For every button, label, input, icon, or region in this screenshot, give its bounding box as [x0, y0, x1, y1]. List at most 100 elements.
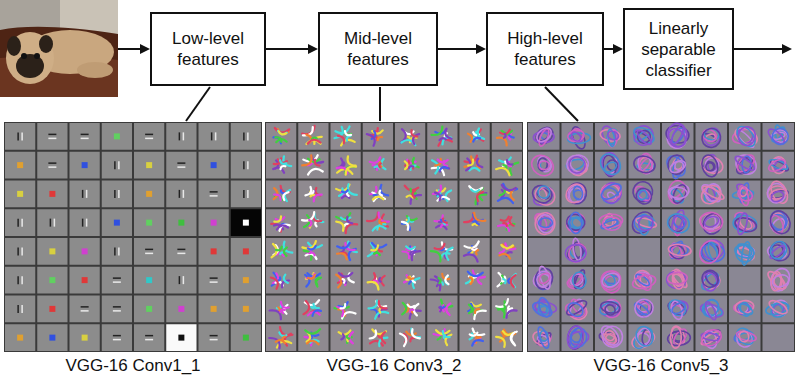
filter-cell [629, 152, 661, 179]
filter-mark [341, 304, 346, 308]
filter-mark [308, 275, 315, 279]
filter-cell [427, 181, 457, 208]
filter-mark [408, 305, 415, 307]
filter-cell [492, 296, 522, 323]
filter-mark [665, 125, 689, 150]
filter-mark [567, 129, 585, 143]
filter-mark [370, 341, 383, 346]
filter-mark [402, 222, 408, 230]
filter-cell [729, 324, 761, 351]
filter-mark [497, 138, 507, 146]
filter-mark [445, 129, 451, 139]
arrow-line [266, 48, 309, 50]
filter-mark [472, 249, 477, 250]
filter-cell [460, 152, 490, 179]
arrow-head [613, 44, 623, 54]
filter-cell [763, 296, 795, 323]
filter-mark [17, 247, 19, 255]
filter-mark [446, 248, 452, 260]
filter-cell [363, 181, 393, 208]
filter-mark [348, 184, 357, 195]
filter-mark [271, 278, 278, 289]
filter-mark [628, 208, 656, 237]
filter-mark [243, 277, 249, 283]
arrow-head [476, 44, 486, 54]
filter-cell [492, 181, 522, 208]
filter-cell [460, 324, 490, 351]
filter-mark [402, 303, 406, 315]
filter-mark [210, 195, 218, 197]
filter-mark [145, 253, 153, 255]
filter-mark [507, 310, 517, 317]
filter-mark [113, 306, 121, 308]
filter-cell [102, 296, 132, 323]
filter-cell [629, 267, 661, 294]
filter-cell [266, 209, 296, 236]
filter-mark [276, 340, 285, 343]
filter-cell [102, 238, 132, 265]
filter-cell [595, 209, 627, 236]
filter-mark [305, 329, 320, 334]
filter-mark [81, 310, 89, 312]
filter-cell [298, 209, 328, 236]
filter-mark [770, 190, 786, 204]
filter-mark [279, 131, 287, 134]
filter-mark [21, 132, 23, 140]
filter-cell [729, 209, 761, 236]
filter-mark [81, 134, 89, 136]
filter-cell [134, 238, 164, 265]
filter-mark [736, 212, 749, 235]
filter-cell [70, 123, 100, 150]
filter-cell [696, 324, 728, 351]
leader-lines [186, 87, 578, 121]
filter-cell [231, 324, 261, 351]
filter-cell [696, 267, 728, 294]
filter-cell [134, 123, 164, 150]
filter-mark [348, 156, 356, 165]
filter-mark [146, 162, 152, 168]
filter-mark [243, 335, 249, 341]
filter-mark [49, 248, 55, 254]
filter-mark [368, 282, 379, 290]
filter-cell [199, 296, 229, 323]
filter-mark [537, 265, 552, 290]
filter-mark [339, 331, 351, 335]
filter-mark [313, 304, 318, 308]
filter-mark [698, 125, 724, 151]
filter-mark [374, 253, 380, 255]
filter-cell [395, 238, 425, 265]
filter-mark [278, 277, 280, 280]
filter-cell [395, 324, 425, 351]
filter-mark [598, 323, 622, 349]
filter-cell [528, 238, 560, 265]
filter-mark [409, 166, 413, 168]
filter-mark [336, 222, 343, 231]
filter-mark [280, 327, 293, 335]
filter-mark [737, 125, 757, 147]
filter-mark [443, 331, 450, 337]
filter-cell [102, 123, 132, 150]
filter-mark [475, 309, 479, 313]
filter-mark [412, 191, 415, 198]
filter-cell [562, 152, 594, 179]
filter-mark [510, 217, 514, 226]
filter-mark [114, 133, 120, 139]
filter-mark [702, 272, 718, 291]
filter-cell [134, 267, 164, 294]
filter-mark [530, 182, 555, 205]
filter-cell [729, 296, 761, 323]
filter-mark [440, 167, 449, 171]
filter-cell [231, 238, 261, 265]
filter-cell [492, 209, 522, 236]
filter-mark [562, 181, 587, 207]
filter-mark [211, 220, 217, 226]
filter-mark [335, 126, 349, 133]
filter-cell [763, 152, 795, 179]
filter-mark [767, 238, 790, 261]
filter-cell [729, 267, 761, 294]
filter-mark [470, 277, 473, 284]
filter-cell [102, 181, 132, 208]
filter-cell [662, 209, 694, 236]
filter-mark [566, 154, 588, 176]
filter-mark [700, 153, 721, 179]
